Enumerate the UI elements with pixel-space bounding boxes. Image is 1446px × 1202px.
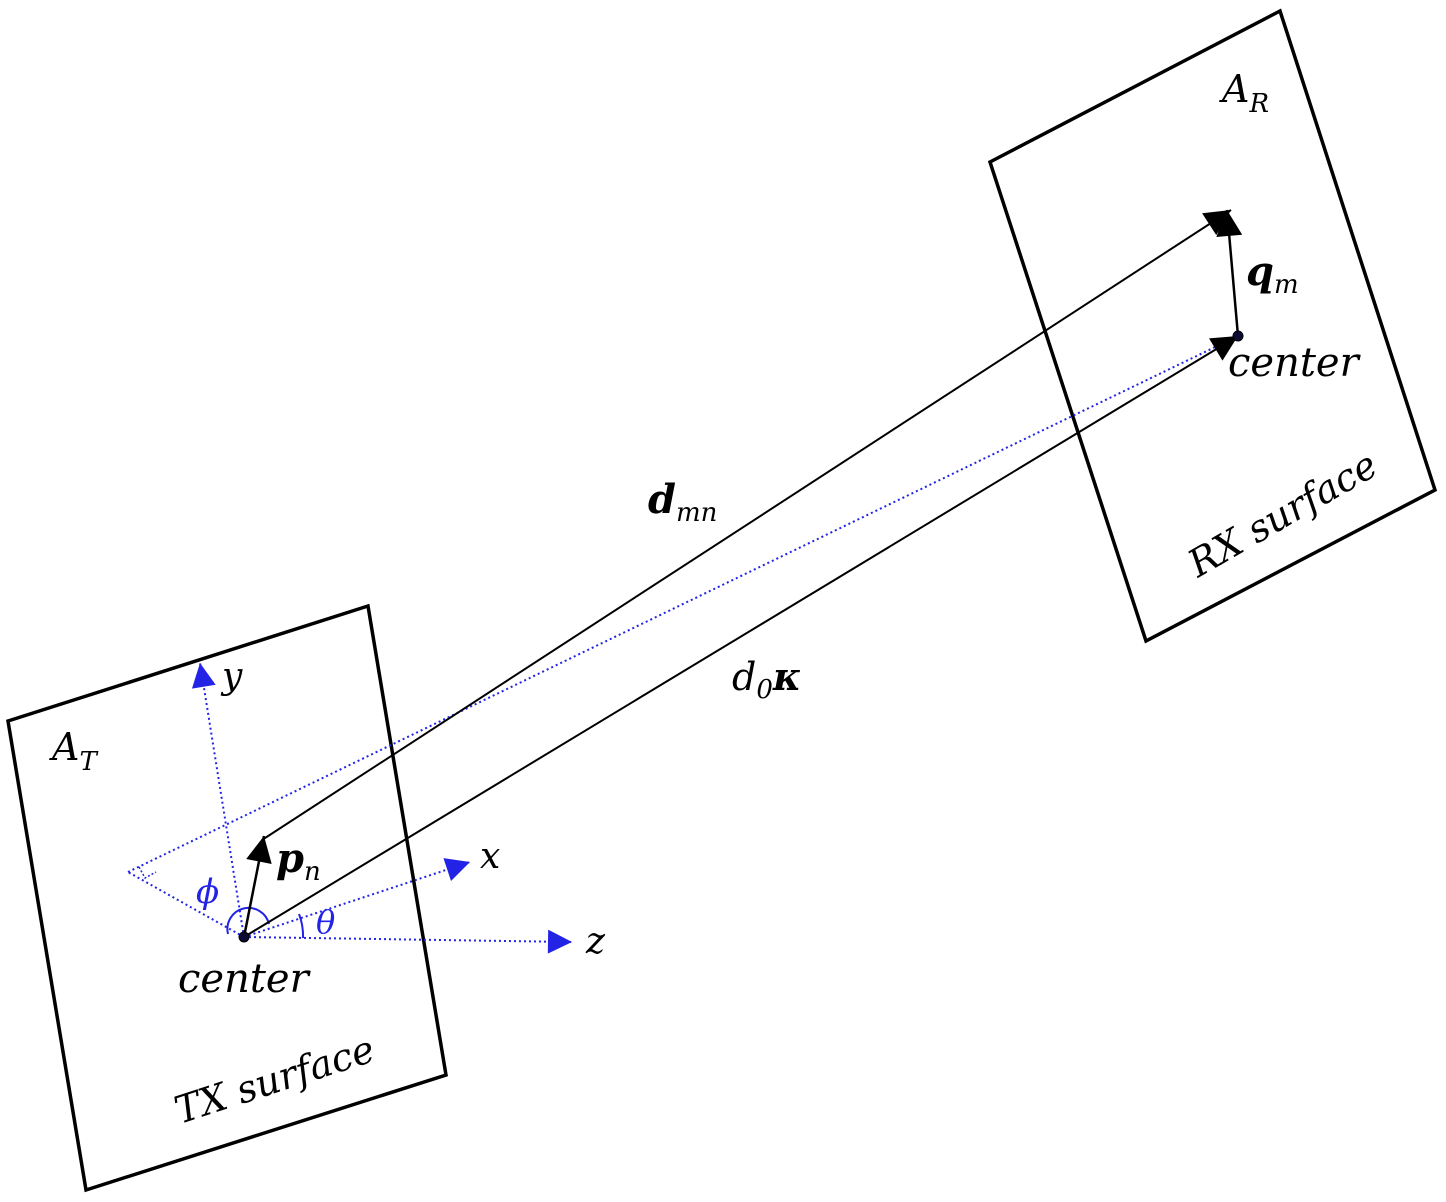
y-axis-label: y (220, 656, 243, 697)
d0-kappa-label: d0κ (732, 654, 801, 705)
rx-center-label: center (1228, 340, 1362, 386)
tx-area-label: AT (49, 725, 98, 777)
qm-label: qm (1246, 248, 1299, 300)
projection-line (127, 871, 245, 938)
tx-center-label: center (178, 956, 312, 1002)
pn-vector (242, 835, 272, 938)
dmn-label: dmn (648, 476, 717, 528)
tx-surface (6, 603, 448, 1193)
right-angle-marker (138, 866, 157, 880)
d0-kappa-vector (243, 335, 1239, 938)
rx-center-point (1232, 330, 1244, 342)
y-axis (191, 662, 245, 938)
x-axis-label: x (480, 836, 500, 877)
z-axis (243, 929, 573, 954)
qm-vector (1216, 209, 1243, 337)
tx-surface-label: TX surface (169, 1027, 380, 1133)
link-direction-line (127, 335, 1239, 873)
theta-label: θ (316, 903, 335, 941)
tx-center-point (238, 931, 250, 943)
z-axis-label: z (585, 921, 606, 962)
theta-arc (298, 913, 305, 939)
phi-arc (226, 906, 270, 935)
rx-area-label: AR (1219, 67, 1269, 119)
phi-label: ϕ (196, 872, 219, 912)
rx-surface (987, 8, 1438, 644)
rx-surface-label: RX surface (1180, 443, 1385, 587)
pn-label: pn (276, 835, 321, 887)
dmn-vector (261, 209, 1232, 841)
